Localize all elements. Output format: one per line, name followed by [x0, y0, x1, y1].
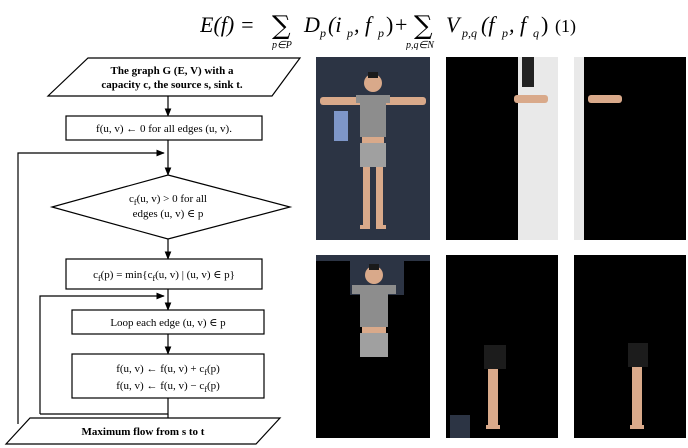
- formula-sum1: ∑: [272, 11, 291, 41]
- formula-plus: +: [395, 12, 407, 37]
- photo-seg-right-leg: [446, 255, 558, 438]
- segment-torso-image: [316, 255, 430, 438]
- outer-loop-line: [17, 149, 165, 424]
- person-tpose-image: [316, 57, 430, 240]
- formula-D-args: (i: [328, 12, 341, 37]
- input-line-1: The graph G (E, V) with a: [111, 65, 234, 77]
- formula-D-close: ): [386, 12, 393, 37]
- formula-lhs: E(f) =: [200, 12, 255, 37]
- segment-left-leg-image: [574, 255, 686, 438]
- photo-seg-left-arm: [574, 57, 686, 240]
- input-line-2: capacity c, the source s, sink t.: [101, 79, 243, 91]
- update-line-2: f(u, v) ← f(u, v) − cf(p): [116, 380, 220, 394]
- inner-loop-line: [39, 292, 165, 414]
- init-label: f(u, v) ← 0 for all edges (u, v).: [96, 123, 232, 135]
- formula-D: D: [303, 12, 320, 37]
- formula-eq-number: (1): [555, 16, 576, 37]
- photo-seg-left-leg: [574, 255, 686, 438]
- decision-diamond: [49, 174, 293, 240]
- output-parallelogram: [4, 417, 282, 445]
- segment-right-arm-image: [446, 57, 558, 240]
- formula-V: V: [446, 12, 462, 37]
- formula-V-args: (f: [481, 12, 497, 37]
- decision-line-2: edges (u, v) ∈ p: [133, 208, 204, 220]
- maxflow-flowchart: The graph G (E, V) with a capacity c, th…: [4, 57, 302, 445]
- formula-V-sub: p,q: [461, 26, 477, 40]
- formula-D-args2: , f: [354, 12, 374, 37]
- output-label: Maximum flow from s to t: [82, 426, 205, 438]
- formula-D-args-sub: p: [346, 26, 353, 40]
- input-parallelogram: [46, 57, 302, 97]
- cf-box: [65, 258, 263, 290]
- energy-formula: E(f) = ∑ p∈P D p (i p , f p ) + ∑ p,q∈N …: [200, 11, 576, 50]
- loop-label: Loop each edge (u, v) ∈ p: [110, 317, 226, 329]
- segment-left-arm-image: [574, 57, 686, 240]
- segment-right-leg-image: [446, 255, 558, 438]
- formula-V-args-sub: p: [501, 26, 508, 40]
- update-box: [71, 353, 265, 399]
- formula-sum1-sub: p∈P: [271, 40, 292, 50]
- formula-D-sub: p: [319, 26, 326, 40]
- formula-sum2-sub: p,q∈N: [405, 40, 435, 50]
- photo-original: [316, 57, 430, 240]
- photo-seg-right-arm: [446, 57, 558, 240]
- formula-V-close: ): [541, 12, 548, 37]
- cf-label: cf(p) = min{cf(u, v) | (u, v) ∈ p}: [93, 269, 235, 283]
- decision-line-1: cf(u, v) > 0 for all: [129, 193, 207, 207]
- update-return-line: [40, 398, 169, 415]
- init-box: [65, 115, 263, 141]
- formula-sum2: ∑: [414, 11, 433, 41]
- update-line-1: f(u, v) ← f(u, v) + cf(p): [116, 363, 220, 377]
- photo-seg-torso: [316, 255, 430, 438]
- formula-V-args2-sub: q: [533, 26, 539, 40]
- formula-D-args2-sub: p: [377, 26, 384, 40]
- formula-V-args2: , f: [509, 12, 529, 37]
